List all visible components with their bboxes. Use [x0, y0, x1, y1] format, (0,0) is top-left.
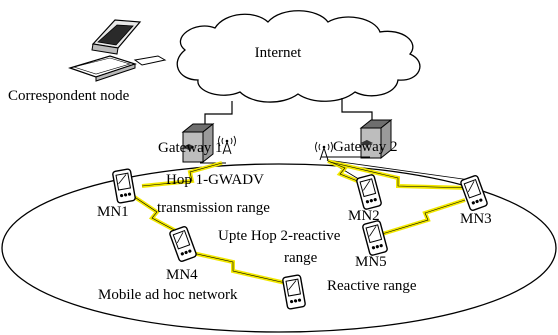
wireless-link-mn4-mnet [187, 250, 291, 286]
mn3-label: MN3 [460, 211, 492, 227]
gateway1-label: Gateway 1 [158, 140, 223, 156]
internet-label: Internet [255, 45, 302, 61]
mn2-label: MN2 [348, 208, 380, 224]
gateway2-label: Gateway 2 [333, 139, 398, 155]
internet-cloud-icon [176, 10, 421, 103]
mn1-label: MN1 [97, 204, 129, 220]
hop2-label-line2: range [284, 250, 318, 266]
mn4-pda-icon [168, 225, 198, 263]
hop1-label-line2: transmission range [157, 200, 270, 216]
hop1-label-line1: Hop 1-GWADV [166, 172, 264, 188]
computer-icon [68, 19, 167, 82]
gateway2-to-mn3-line [326, 159, 471, 181]
wired-link-gateway2 [341, 98, 373, 120]
manet-ellipse [1, 163, 557, 333]
wireless-link-gw2-mn3 [329, 160, 471, 190]
mn3-pda-icon [459, 174, 489, 212]
manet-label: Mobile ad hoc network [98, 287, 238, 303]
mn4-label: MN4 [166, 267, 198, 283]
mn1-pda-icon [111, 167, 137, 205]
wired-link-gateway1 [204, 101, 233, 126]
manet-pda-icon [281, 273, 307, 311]
mn2-pda-icon [355, 173, 383, 211]
wireless-link-mn3-mn5 [381, 198, 466, 236]
mn5-pda-icon [361, 219, 389, 257]
mn5-label: MN5 [355, 254, 387, 270]
reactive-range-label: Reactive range [327, 278, 417, 294]
hop2-label-line1: Upte Hop 2-reactive [218, 228, 341, 244]
correspondent-node-label: Correspondent node [8, 88, 130, 104]
